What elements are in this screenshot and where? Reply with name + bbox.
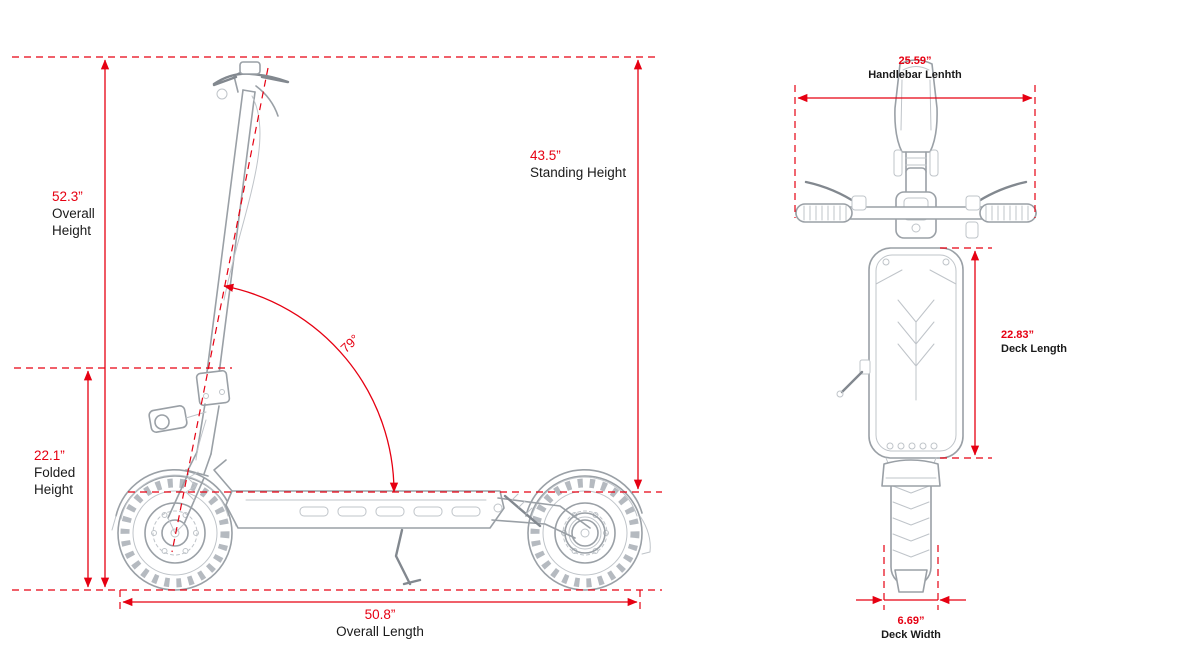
overall-length-label-block: 50.8” Overall Length bbox=[300, 606, 460, 640]
rear-fender bbox=[525, 469, 651, 555]
deck-length-label-block: 22.83” Deck Length bbox=[1001, 328, 1067, 356]
folded-height-value: 22.1” bbox=[34, 448, 65, 463]
deck-width-text: Deck Width bbox=[881, 629, 941, 641]
top-stem-display bbox=[895, 167, 937, 239]
front-fork bbox=[167, 451, 212, 534]
top-deck bbox=[836, 247, 964, 459]
column-axis-line bbox=[171, 67, 269, 553]
top-rear-wheel bbox=[881, 457, 941, 593]
folded-height-word1: Folded bbox=[34, 465, 76, 480]
standing-height-value: 43.5” bbox=[530, 148, 561, 163]
standing-height-text: Standing Height bbox=[530, 165, 627, 180]
deck-width-label-block: 6.69” Deck Width bbox=[851, 614, 971, 642]
handlebar-length-text: Handlebar Lenhth bbox=[868, 69, 962, 81]
dimension-lines bbox=[12, 56, 1036, 610]
side-view-scooter-illustration bbox=[111, 61, 651, 590]
kickstand bbox=[394, 528, 422, 586]
handlebar-length-value: 25.59” bbox=[898, 55, 932, 67]
overall-height-label-block: 52.3” Overall Height bbox=[52, 188, 95, 239]
overall-height-value: 52.3” bbox=[52, 189, 83, 204]
overall-height-word2: Height bbox=[52, 223, 92, 238]
handlebar-side bbox=[195, 61, 290, 461]
rear-suspension bbox=[491, 493, 591, 539]
top-handlebar bbox=[795, 180, 1037, 239]
deck-length-text: Deck Length bbox=[1001, 343, 1068, 355]
folded-height-word2: Height bbox=[34, 482, 74, 497]
fold-angle-arc bbox=[223, 283, 399, 493]
folded-height-label-block: 22.1” Folded Height bbox=[34, 447, 75, 498]
top-front-fender bbox=[893, 59, 939, 177]
steering-column bbox=[185, 89, 256, 477]
top-view-scooter-illustration bbox=[795, 59, 1037, 593]
deck-length-value: 22.83” bbox=[1001, 329, 1035, 341]
deck-width-value: 6.69” bbox=[897, 615, 925, 627]
handlebar-length-label-block: 25.59” Handlebar Lenhth bbox=[845, 54, 985, 82]
deck bbox=[213, 459, 505, 529]
overall-length-value: 50.8” bbox=[364, 607, 396, 622]
standing-height-label-block: 43.5” Standing Height bbox=[530, 147, 626, 181]
headlight bbox=[148, 405, 207, 433]
overall-length-text: Overall Length bbox=[336, 624, 424, 639]
overall-height-word1: Overall bbox=[52, 206, 95, 221]
